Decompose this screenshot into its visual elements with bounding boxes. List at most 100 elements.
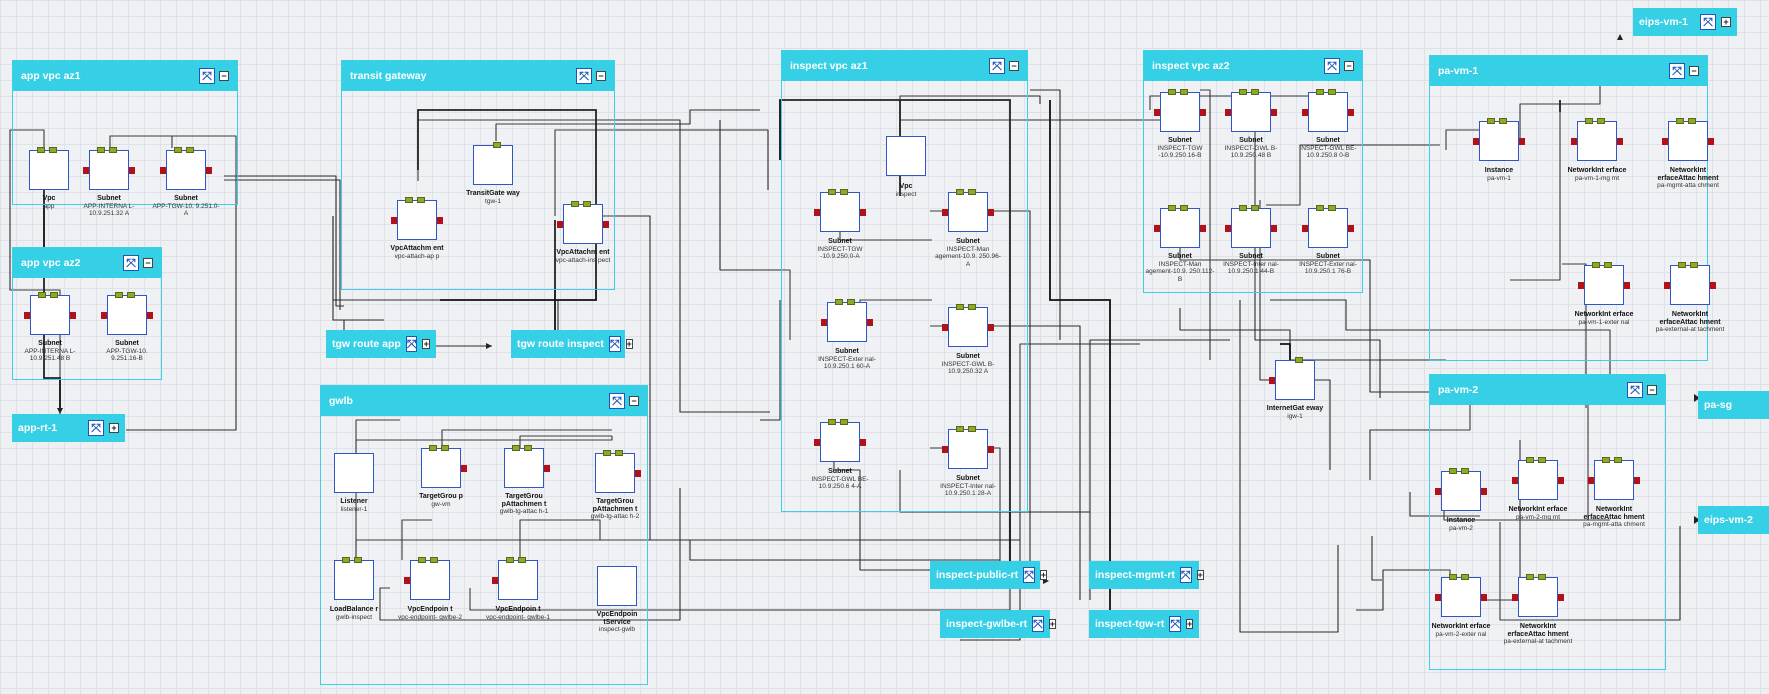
add-button[interactable]: + bbox=[109, 423, 119, 433]
eips-vm-2-box[interactable]: eips-vm-2 bbox=[1698, 506, 1769, 534]
listener-node[interactable] bbox=[334, 453, 374, 493]
group-pa-vm-2[interactable]: pa-vm-2 ⤧− bbox=[1429, 374, 1666, 670]
expand-icon[interactable]: ⤧ bbox=[123, 255, 139, 271]
internet-gateway-node[interactable] bbox=[1269, 357, 1315, 400]
expand-icon[interactable]: ⤧ bbox=[989, 58, 1005, 74]
target-group-attachment-node[interactable] bbox=[595, 450, 641, 493]
subnet-node[interactable] bbox=[24, 292, 76, 335]
expand-icon[interactable]: ⤧ bbox=[609, 393, 625, 409]
subnet-node[interactable] bbox=[821, 299, 873, 342]
network-interface-attachment-node[interactable] bbox=[1664, 262, 1716, 305]
expand-icon[interactable]: ⤧ bbox=[405, 336, 418, 352]
vpc-node[interactable] bbox=[29, 147, 69, 190]
pa-sg-box[interactable]: pa-sg bbox=[1698, 391, 1769, 419]
network-interface-node[interactable] bbox=[1512, 457, 1564, 500]
route-table-tgw-route-inspect[interactable]: tgw route inspect ⤧ + bbox=[511, 330, 633, 358]
collapse-button[interactable]: − bbox=[629, 396, 639, 406]
route-table-app-rt-1[interactable]: app-rt-1 ⤧ + bbox=[12, 414, 125, 442]
subnet-node[interactable] bbox=[1154, 89, 1206, 132]
vpc-attachment-node[interactable] bbox=[557, 201, 609, 244]
network-interface-attachment-node[interactable] bbox=[1512, 574, 1564, 617]
subnet-node[interactable] bbox=[1225, 205, 1277, 248]
expand-icon[interactable]: ⤧ bbox=[608, 336, 621, 352]
group-title: gwlb bbox=[329, 395, 353, 407]
vpc-attachment-node[interactable] bbox=[391, 197, 443, 240]
add-button[interactable]: + bbox=[1186, 618, 1194, 629]
vpc-node[interactable] bbox=[886, 136, 926, 176]
node-name: pa-mgmt-atta chment bbox=[1583, 521, 1645, 528]
wire bbox=[1030, 89, 1061, 340]
node-name: INSPECT-TGW -10.9.250.0-A bbox=[817, 245, 863, 261]
subnet-node[interactable] bbox=[942, 304, 994, 347]
expand-icon[interactable]: ⤧ bbox=[1032, 616, 1044, 632]
vpc-endpoint-service-node[interactable] bbox=[597, 566, 637, 606]
collapse-button[interactable]: − bbox=[596, 71, 606, 81]
route-table-inspect-gwlbe-rt[interactable]: inspect-gwlbe-rt ⤧ + bbox=[940, 610, 1056, 638]
route-table-inspect-mgmt-rt[interactable]: inspect-mgmt-rt ⤧ + bbox=[1089, 561, 1204, 589]
vpc-endpoint-node[interactable] bbox=[404, 557, 450, 600]
collapse-button[interactable]: − bbox=[1344, 61, 1354, 71]
subnet-node[interactable] bbox=[1302, 205, 1354, 248]
network-interface-node[interactable] bbox=[1435, 574, 1487, 617]
add-button[interactable]: + bbox=[1048, 618, 1056, 629]
expand-icon[interactable]: ⤧ bbox=[1169, 616, 1182, 632]
collapse-button[interactable]: − bbox=[143, 258, 153, 268]
expand-icon[interactable]: ⤧ bbox=[576, 68, 592, 84]
expand-icon[interactable]: ⤧ bbox=[1700, 14, 1716, 30]
eips-vm-1-box[interactable]: eips-vm-1 ⤧ + bbox=[1633, 8, 1737, 36]
subnet-node[interactable] bbox=[83, 147, 135, 190]
node-name: pa-vm-2-mg mt bbox=[1515, 513, 1561, 521]
expand-icon[interactable]: ⤧ bbox=[1627, 382, 1643, 398]
target-group-node[interactable] bbox=[421, 445, 467, 488]
target-group-attachment-node[interactable] bbox=[504, 445, 550, 488]
wire bbox=[689, 540, 1000, 561]
route-table-inspect-public-rt[interactable]: inspect-public-rt ⤧ + bbox=[930, 561, 1048, 589]
subnet-node[interactable] bbox=[814, 419, 866, 462]
group-title: app vpc az2 bbox=[21, 257, 81, 269]
subnet-node[interactable] bbox=[942, 426, 994, 469]
route-table-inspect-tgw-rt[interactable]: inspect-tgw-rt ⤧ + bbox=[1089, 610, 1199, 638]
network-interface-node[interactable] bbox=[1578, 262, 1630, 305]
collapse-button[interactable]: − bbox=[1689, 66, 1699, 76]
instance-node[interactable] bbox=[1435, 468, 1487, 511]
route-table-tgw-route-app[interactable]: tgw route app ⤧ + bbox=[326, 330, 436, 358]
expand-icon[interactable]: ⤧ bbox=[1179, 567, 1192, 583]
subnet-node[interactable] bbox=[942, 189, 994, 232]
collapse-button[interactable]: − bbox=[1647, 385, 1657, 395]
expand-icon[interactable]: ⤧ bbox=[1324, 58, 1340, 74]
add-button[interactable]: + bbox=[1039, 569, 1048, 580]
expand-icon[interactable]: ⤧ bbox=[1023, 567, 1035, 583]
node-type: TransitGate way bbox=[466, 190, 520, 197]
subnet-node[interactable] bbox=[814, 189, 866, 232]
expand-icon[interactable]: ⤧ bbox=[1669, 63, 1685, 79]
subnet-node[interactable] bbox=[1154, 205, 1206, 248]
expand-icon[interactable]: ⤧ bbox=[199, 68, 215, 84]
load-balancer-node[interactable] bbox=[334, 557, 374, 600]
collapse-button[interactable]: − bbox=[219, 71, 229, 81]
group-header: inspect vpc az2 ⤧− bbox=[1144, 51, 1362, 81]
expand-icon[interactable]: ⤧ bbox=[88, 420, 104, 436]
add-button[interactable]: + bbox=[422, 338, 430, 349]
group-pa-vm-1[interactable]: pa-vm-1 ⤧− bbox=[1429, 55, 1708, 361]
add-button[interactable]: + bbox=[1196, 569, 1204, 580]
add-button[interactable]: + bbox=[625, 338, 633, 349]
group-gwlb[interactable]: gwlb ⤧− bbox=[320, 385, 648, 685]
subnet-node[interactable] bbox=[1302, 89, 1354, 132]
group-title: pa-vm-1 bbox=[1438, 65, 1479, 77]
network-interface-attachment-node[interactable] bbox=[1662, 118, 1714, 161]
instance-node[interactable] bbox=[1473, 118, 1525, 161]
subnet-node[interactable] bbox=[160, 147, 212, 190]
network-interface-node[interactable] bbox=[1571, 118, 1623, 161]
network-interface-attachment-node[interactable] bbox=[1588, 457, 1640, 500]
collapse-button[interactable]: − bbox=[1009, 61, 1019, 71]
vpc-endpoint-node[interactable] bbox=[492, 557, 538, 600]
add-button[interactable]: + bbox=[1721, 17, 1731, 27]
transit-gateway-node[interactable] bbox=[473, 142, 513, 185]
subnet-node[interactable] bbox=[1225, 89, 1277, 132]
subnet-node[interactable] bbox=[101, 292, 153, 335]
wire bbox=[1179, 308, 1446, 361]
